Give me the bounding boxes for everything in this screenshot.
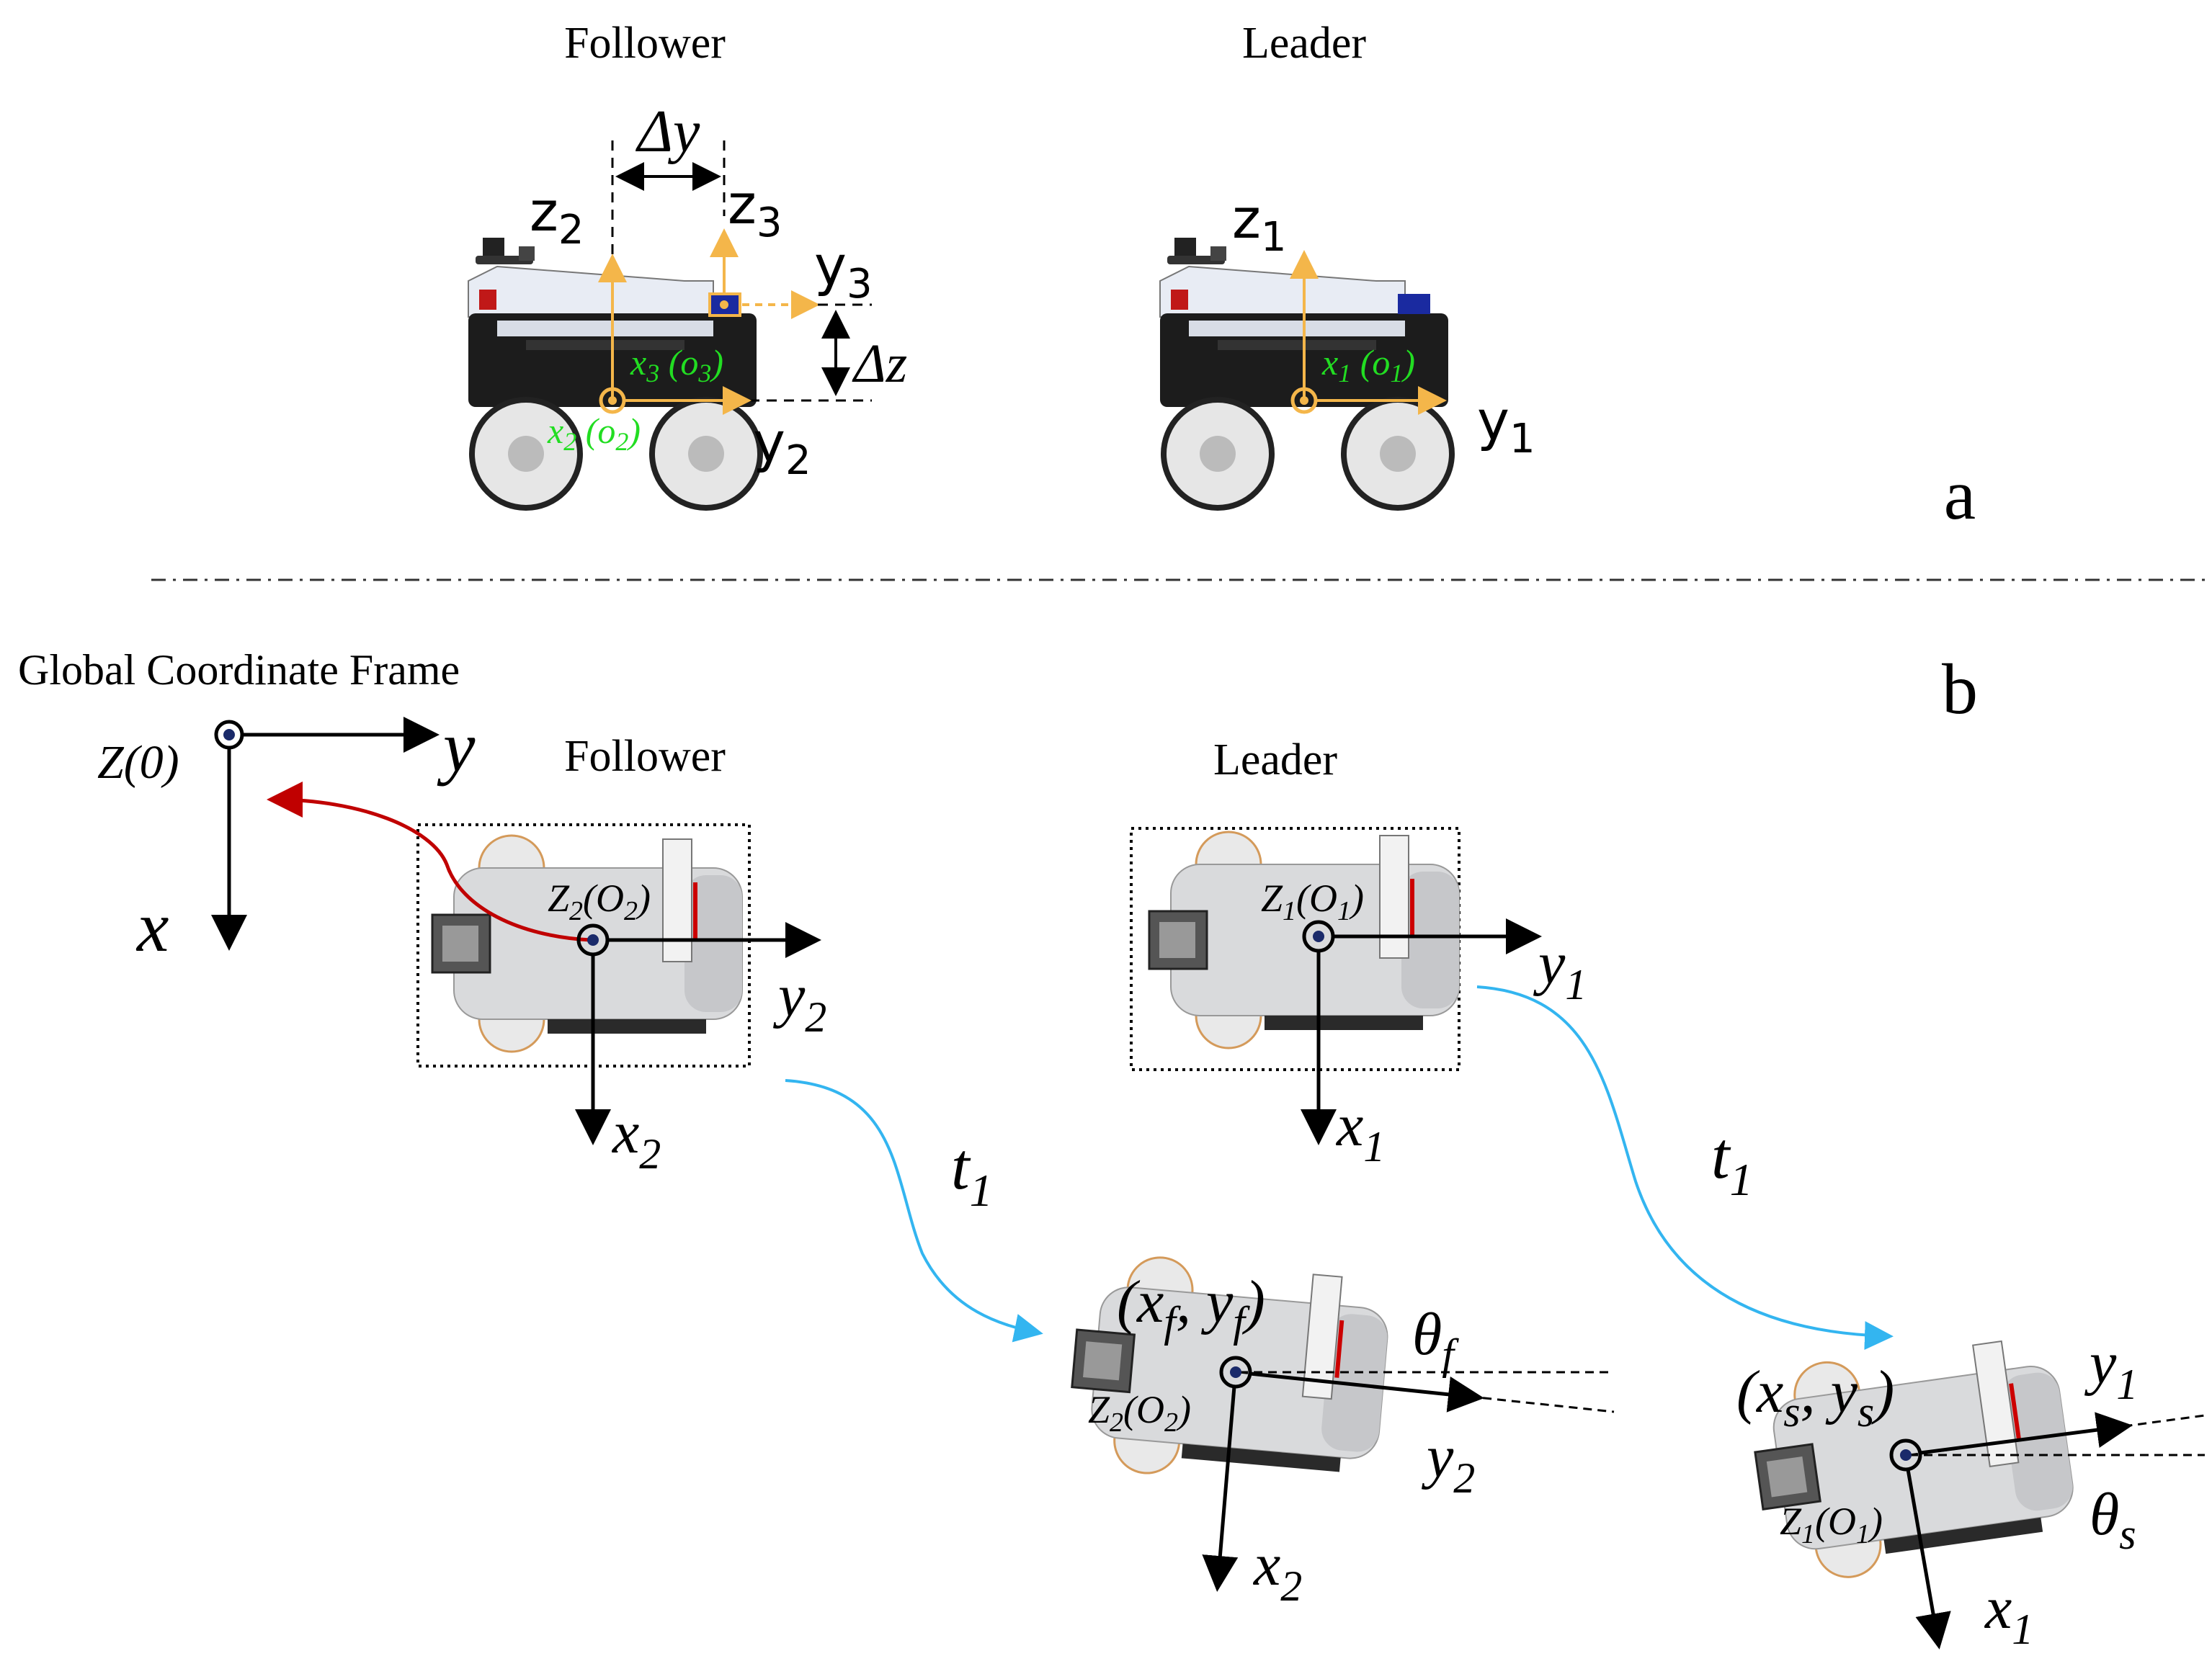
global-origin-label: Z(0) (97, 736, 179, 789)
z2-label: z2 (530, 179, 584, 254)
follower-moved-x2-label: x2 (1252, 1531, 1302, 1610)
follower-pose-label: (xf, yf) (1117, 1268, 1265, 1346)
leader-moved-origin-icon (1889, 1438, 1922, 1472)
follower-top-robot (431, 834, 744, 1053)
global-x-label: x (135, 887, 169, 967)
panel-a: Follower Leader Δy z2 z3 y3 Δz (468, 19, 1976, 534)
y1-label-a: y1 (1477, 388, 1535, 462)
panel-b: b Global Coordinate Frame Z(0) y x Follo… (18, 646, 2206, 1653)
leader-pose-label: (xs, ys) (1736, 1359, 1894, 1436)
leader-moved-y1-axis (1919, 1412, 2133, 1455)
panel-a-follower-title: Follower (564, 19, 726, 68)
z3-label: z3 (728, 172, 782, 246)
x2-o2-label: x2 (o2) (547, 411, 641, 456)
panel-b-leader-title: Leader (1213, 735, 1337, 784)
leader-moved-x1-axis (1906, 1469, 1951, 1650)
follower-transition-path (785, 1079, 1043, 1343)
delta-y-label: Δy (635, 98, 700, 165)
leader-moved-robot (1743, 1329, 2082, 1589)
follower-moved-origin-icon (1219, 1356, 1252, 1389)
global-frame-title: Global Coordinate Frame (18, 646, 460, 694)
leader-sensor-icon (1398, 294, 1430, 314)
panel-b-follower-title: Follower (564, 732, 726, 781)
leader-y1-label: y1 (1533, 930, 1587, 1008)
panel-a-leader-title: Leader (1242, 19, 1366, 68)
leader-moved-y1-label: y1 (2084, 1330, 2138, 1408)
leader-x1-label: x1 (1335, 1092, 1385, 1171)
delta-z-label: Δz (852, 334, 907, 394)
follower-t1-label: t1 (951, 1129, 993, 1216)
leader-moved-x1-label: x1 (1984, 1575, 2033, 1653)
red-path-to-global (267, 782, 592, 942)
follower-z2o2-label: Z2(O2) (548, 877, 651, 926)
follower-moved-y2-label: y2 (1421, 1423, 1475, 1502)
y3-label: y3 (814, 233, 873, 308)
y2-label-a: y2 (753, 410, 811, 484)
theta-s-label: θs (2090, 1481, 2136, 1558)
follower-moved-x2-axis (1202, 1386, 1239, 1592)
leader-z1o1-label: Z1(O1) (1261, 877, 1364, 926)
theta-f-label: θf (1412, 1301, 1459, 1378)
x1-o1-label: x1 (o1) (1321, 342, 1415, 388)
z1-label: z1 (1232, 187, 1287, 261)
x3-o3-label: x3 (o3) (630, 342, 723, 388)
follower-y2-label: y2 (772, 962, 826, 1041)
follower-x2-label: x2 (611, 1099, 661, 1178)
follower-bounding-box (416, 823, 751, 1068)
leader-transition-path (1476, 985, 1894, 1351)
leader-t1-label: t1 (1711, 1119, 1753, 1205)
panel-b-label: b (1942, 649, 1978, 729)
follower-moved-z2o2-label: Z2(O2) (1088, 1388, 1191, 1438)
panel-a-label: a (1944, 455, 1976, 534)
follower-moved-y2-axis (1249, 1371, 1484, 1413)
leader-moved-z1o1-label: Z1(O1) (1780, 1500, 1883, 1549)
global-y-label: y (437, 707, 476, 787)
